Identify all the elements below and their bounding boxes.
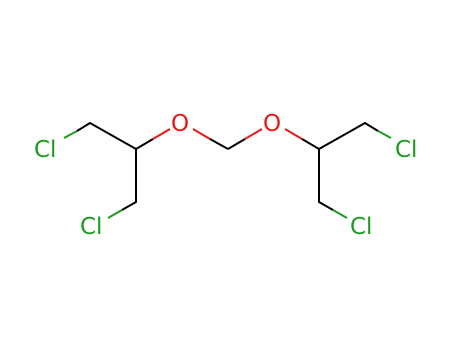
bond-o1-right-red [192, 128, 211, 140]
atom-cl-upper-right: Cl [395, 137, 417, 163]
carbon-bonds [89, 122, 366, 203]
bond-cl1-half-black [76, 122, 91, 132]
bond-cl2-half-green [107, 209, 123, 219]
bond-o2-left-black [227, 138, 246, 150]
atom-cl-upper-left: Cl [34, 137, 56, 163]
atom-labels: Cl Cl O O Cl Cl [34, 111, 417, 240]
bond-o1-left-red [152, 128, 171, 140]
atom-cl-lower-left: Cl [80, 214, 102, 240]
atom-o-right: O [263, 111, 281, 137]
bond-o2-right-red [284, 128, 303, 140]
bond-cl2-half-black [121, 201, 137, 211]
bond-ch2left-upper-to-ch [89, 122, 137, 150]
atom-o-left: O [171, 111, 189, 137]
bond-o2-left-red [244, 128, 263, 140]
bond-o1-right-black [209, 138, 229, 150]
bond-cl4-half-black [318, 201, 334, 211]
bond-cl4-half-green [332, 209, 348, 219]
bond-cl1-half-green [63, 130, 78, 139]
bond-cl3-half-green [377, 130, 392, 139]
bond-cl3-half-black [364, 122, 379, 132]
cl-bonds [63, 122, 392, 219]
atom-cl-lower-right: Cl [350, 214, 372, 240]
bond-o1-left-black [135, 138, 154, 150]
bond-ch-right-to-ch2-upper [318, 122, 366, 150]
bond-o2-right-black [301, 138, 320, 150]
o-bonds [135, 128, 320, 150]
